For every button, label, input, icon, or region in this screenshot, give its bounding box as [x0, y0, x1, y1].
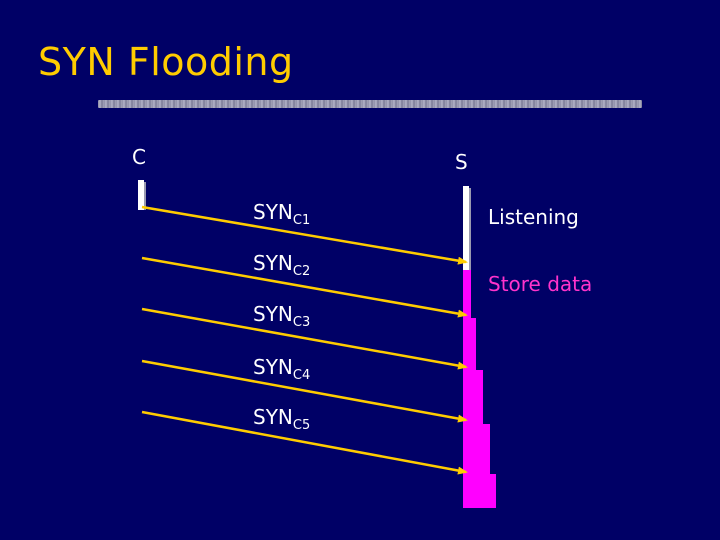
syn-label-base: SYN [253, 251, 293, 275]
title-divider [98, 100, 642, 108]
syn-arrow-5 [141, 410, 468, 475]
syn-arrow-1 [141, 205, 468, 265]
syn-arrow-2 [141, 256, 468, 318]
syn-label-sub: C5 [292, 418, 311, 433]
storage-bar-2 [463, 318, 476, 370]
syn-label-base: SYN [253, 355, 293, 379]
syn-label-2: SYNC2 [253, 251, 310, 279]
syn-label-1: SYNC1 [253, 200, 310, 228]
storage-bar-5 [463, 474, 496, 508]
storage-bar-3 [463, 370, 483, 424]
syn-label-base: SYN [253, 302, 293, 326]
client-timeline-shadow [144, 182, 146, 210]
syn-label-sub: C3 [292, 315, 311, 330]
client-timeline [138, 180, 144, 210]
server-timeline [463, 186, 469, 270]
syn-label-4: SYNC4 [253, 355, 310, 383]
syn-label-base: SYN [253, 405, 293, 429]
slide-title: SYN Flooding [38, 40, 294, 84]
server-state-listening: Listening [488, 205, 579, 229]
syn-arrow-4 [141, 359, 468, 423]
server-timeline-shadow [469, 188, 471, 270]
syn-arrow-3 [141, 307, 468, 370]
syn-label-sub: C1 [292, 213, 311, 228]
server-state-store-data: Store data [488, 272, 593, 296]
syn-label-5: SYNC5 [253, 405, 310, 433]
storage-bar-1 [463, 270, 471, 318]
server-label: S [455, 150, 468, 174]
storage-bar-4 [463, 424, 490, 474]
syn-label-sub: C2 [292, 264, 311, 279]
syn-label-base: SYN [253, 200, 293, 224]
client-label: C [132, 145, 146, 169]
syn-label-sub: C4 [292, 368, 311, 383]
syn-label-3: SYNC3 [253, 302, 310, 330]
